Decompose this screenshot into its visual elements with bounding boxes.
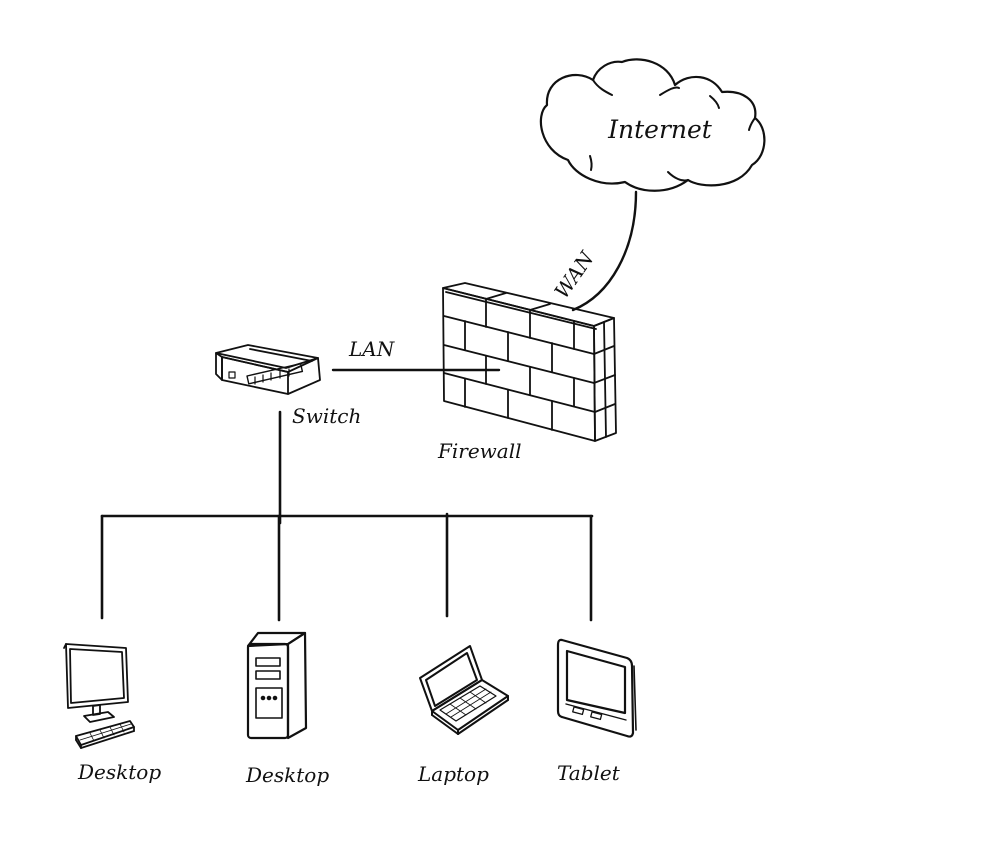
- internet-label: Internet: [607, 115, 713, 144]
- lan-link: LAN: [331, 337, 501, 372]
- desktop2-label: Desktop: [245, 763, 329, 787]
- switch-node[interactable]: Switch: [215, 344, 361, 428]
- wan-cable: [571, 190, 638, 312]
- tower-pc-icon: [246, 631, 308, 740]
- cloud-fold: [589, 155, 593, 171]
- wan-link: WAN: [549, 190, 638, 312]
- laptop-node[interactable]: Laptop: [417, 645, 509, 786]
- lan-label: LAN: [348, 337, 396, 361]
- cloud-fold: [659, 86, 680, 96]
- cloud-fold: [592, 79, 613, 96]
- firewall-node[interactable]: Firewall: [437, 282, 617, 463]
- switch-label: Switch: [292, 404, 361, 428]
- cloud-fold: [667, 171, 689, 182]
- cloud-fold: [709, 95, 720, 109]
- desktop1-label: Desktop: [77, 760, 161, 784]
- bus-wiring: [100, 410, 594, 622]
- desktop2-node[interactable]: Desktop: [245, 631, 329, 787]
- tablet-node[interactable]: Tablet: [556, 638, 637, 785]
- brick-wall-icon: [442, 282, 617, 442]
- wan-label: WAN: [549, 246, 599, 303]
- internet-node[interactable]: Internet: [539, 58, 766, 192]
- cloud-fold: [748, 117, 756, 131]
- laptop-label: Laptop: [417, 762, 489, 786]
- cloud-icon: [539, 58, 766, 192]
- tablet-icon: [556, 638, 637, 738]
- desktop-monitor-icon: [63, 643, 135, 749]
- desktop1-node[interactable]: Desktop: [63, 643, 161, 784]
- tablet-label: Tablet: [557, 761, 621, 785]
- network-switch-icon: [215, 344, 321, 395]
- firewall-label: Firewall: [437, 439, 522, 463]
- laptop-icon: [419, 645, 509, 735]
